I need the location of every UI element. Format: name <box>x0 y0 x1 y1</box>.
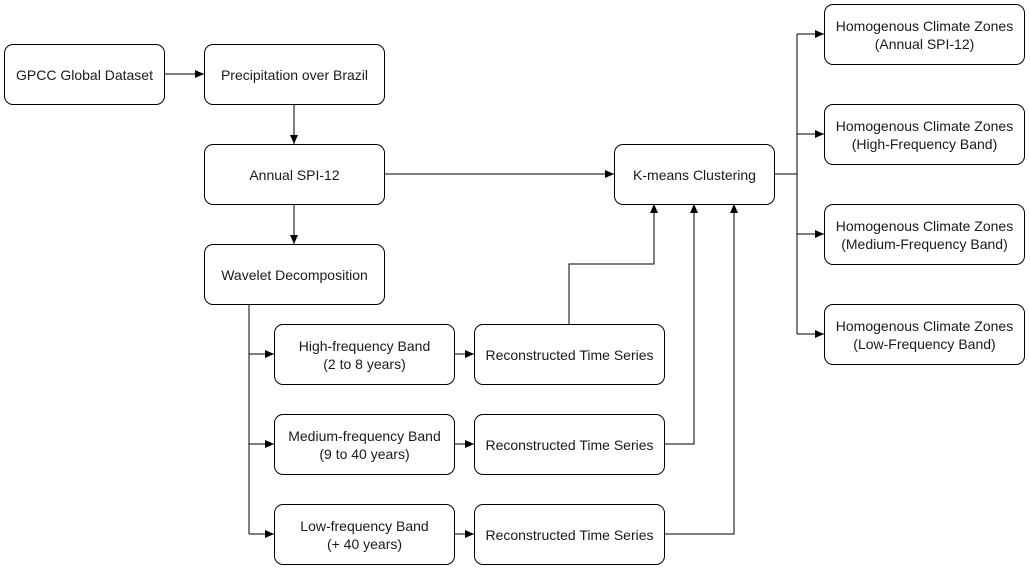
node-climate-zones-high: Homogenous Climate Zones (High-Frequency… <box>824 104 1025 165</box>
node-sublabel: (2 to 8 years) <box>323 355 406 372</box>
node-reconstructed-time-series-low: Reconstructed Time Series <box>474 504 665 565</box>
node-precipitation-over-brazil: Precipitation over Brazil <box>204 44 385 105</box>
node-label: Low-frequency Band <box>300 517 429 534</box>
node-label: Wavelet Decomposition <box>221 266 368 283</box>
node-label: High-frequency Band <box>298 337 431 354</box>
node-sublabel: (Annual SPI-12) <box>874 35 975 52</box>
node-label: Reconstructed Time Series <box>485 526 654 543</box>
node-sublabel: (High-Frequency Band) <box>851 135 998 152</box>
node-low-frequency-band: Low-frequency Band (+ 40 years) <box>274 504 455 565</box>
edge-recon-low-to-kmeans <box>664 204 738 535</box>
node-label: Homogenous Climate Zones <box>835 17 1014 34</box>
edge-recon-medium-to-kmeans <box>664 204 698 445</box>
node-label: Annual SPI-12 <box>249 166 340 183</box>
node-label: Homogenous Climate Zones <box>835 117 1014 134</box>
node-sublabel: (Medium-Frequency Band) <box>841 235 1008 252</box>
node-label: GPCC Global Dataset <box>16 66 153 83</box>
node-high-frequency-band: High-frequency Band (2 to 8 years) <box>274 324 455 385</box>
node-medium-frequency-band: Medium-frequency Band (9 to 40 years) <box>274 414 455 475</box>
node-climate-zones-low: Homogenous Climate Zones (Low-Frequency … <box>824 304 1025 365</box>
node-label: Reconstructed Time Series <box>485 346 654 363</box>
node-sublabel: (Low-Frequency Band) <box>853 335 996 352</box>
node-wavelet-decomposition: Wavelet Decomposition <box>204 244 385 305</box>
node-label: Reconstructed Time Series <box>485 436 654 453</box>
node-sublabel: (+ 40 years) <box>326 535 403 552</box>
node-label: Precipitation over Brazil <box>220 66 369 83</box>
node-label: K-means Clustering <box>633 166 756 183</box>
node-gpcc-global-dataset: GPCC Global Dataset <box>4 44 165 105</box>
node-sublabel: (9 to 40 years) <box>319 445 410 462</box>
node-label: Homogenous Climate Zones <box>835 217 1014 234</box>
edge-recon-high-to-kmeans <box>568 204 658 324</box>
node-climate-zones-annual: Homogenous Climate Zones (Annual SPI-12) <box>824 4 1025 65</box>
node-label: Medium-frequency Band <box>288 427 441 444</box>
node-annual-spi-12: Annual SPI-12 <box>204 144 385 205</box>
node-label: Homogenous Climate Zones <box>835 317 1014 334</box>
node-k-means-clustering: K-means Clustering <box>614 144 775 205</box>
node-reconstructed-time-series-medium: Reconstructed Time Series <box>474 414 665 475</box>
node-climate-zones-medium: Homogenous Climate Zones (Medium-Frequen… <box>824 204 1025 265</box>
node-reconstructed-time-series-high: Reconstructed Time Series <box>474 324 665 385</box>
